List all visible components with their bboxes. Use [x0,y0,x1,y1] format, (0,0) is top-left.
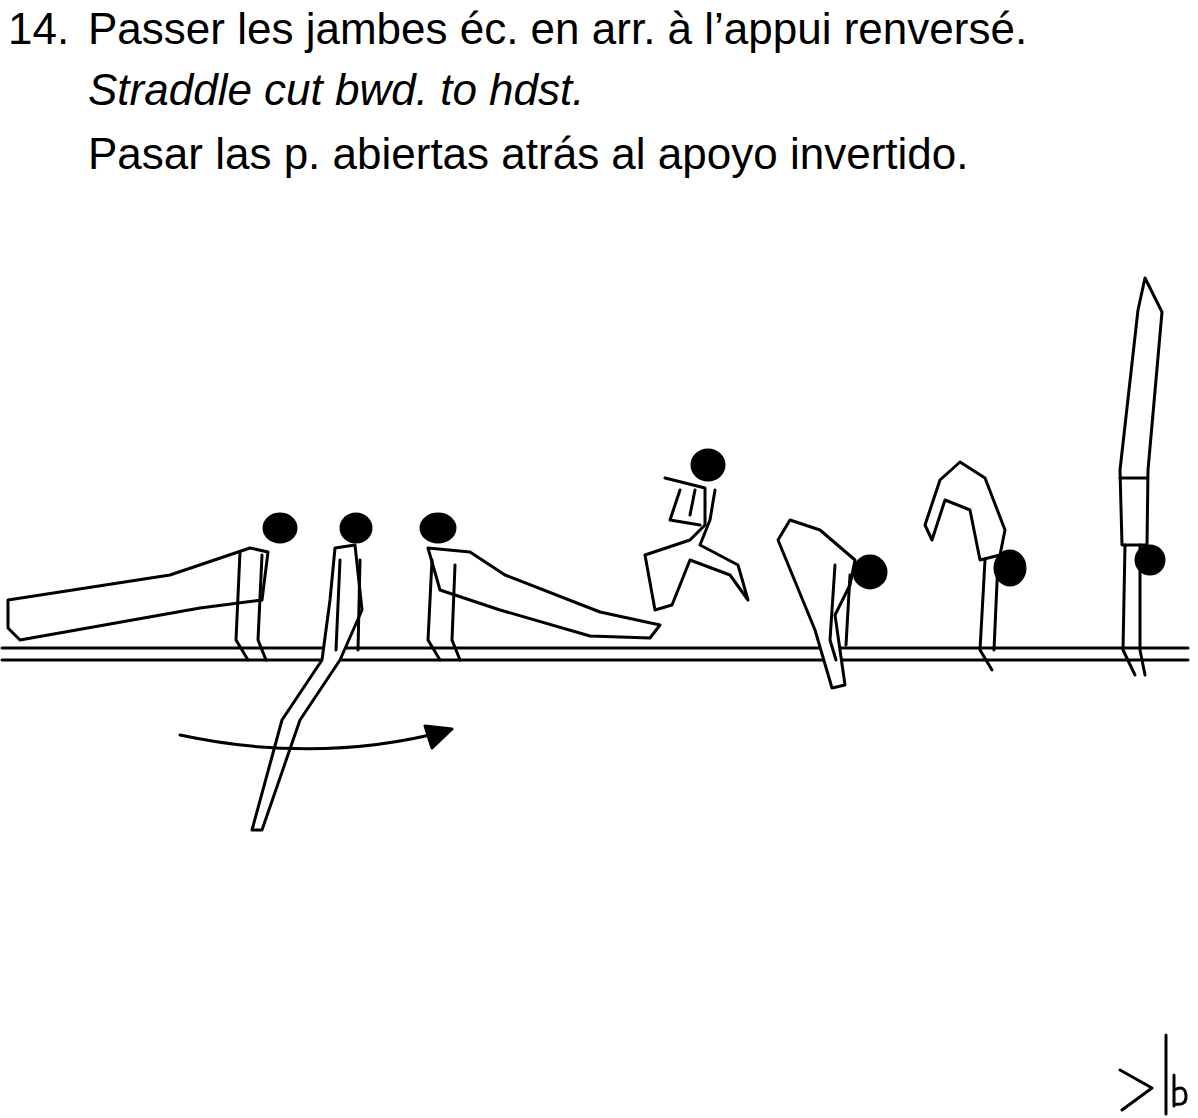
gymnast-figure [645,450,748,610]
beam-line [2,659,1188,662]
gymnast-figure [421,514,660,660]
title-spanish: Pasar las p. abiertas atrás al apoyo inv… [88,129,968,180]
gymnast-figure [252,514,371,830]
difficulty-symbol [1120,1035,1186,1114]
title-english: Straddle cut bwd. to hdst. [88,65,585,116]
gymnast-figure [1120,278,1164,675]
arrow-head [425,726,452,748]
beam-line [2,647,1188,650]
gymnast-figure [925,462,1025,670]
callout-number: 14. [8,4,69,55]
title-french: Passer les jambes éc. en arr. à l’appui … [88,4,1027,55]
gymnast-figure [778,520,886,688]
swing-arrow [180,730,450,749]
gymnast-figure [8,514,296,660]
